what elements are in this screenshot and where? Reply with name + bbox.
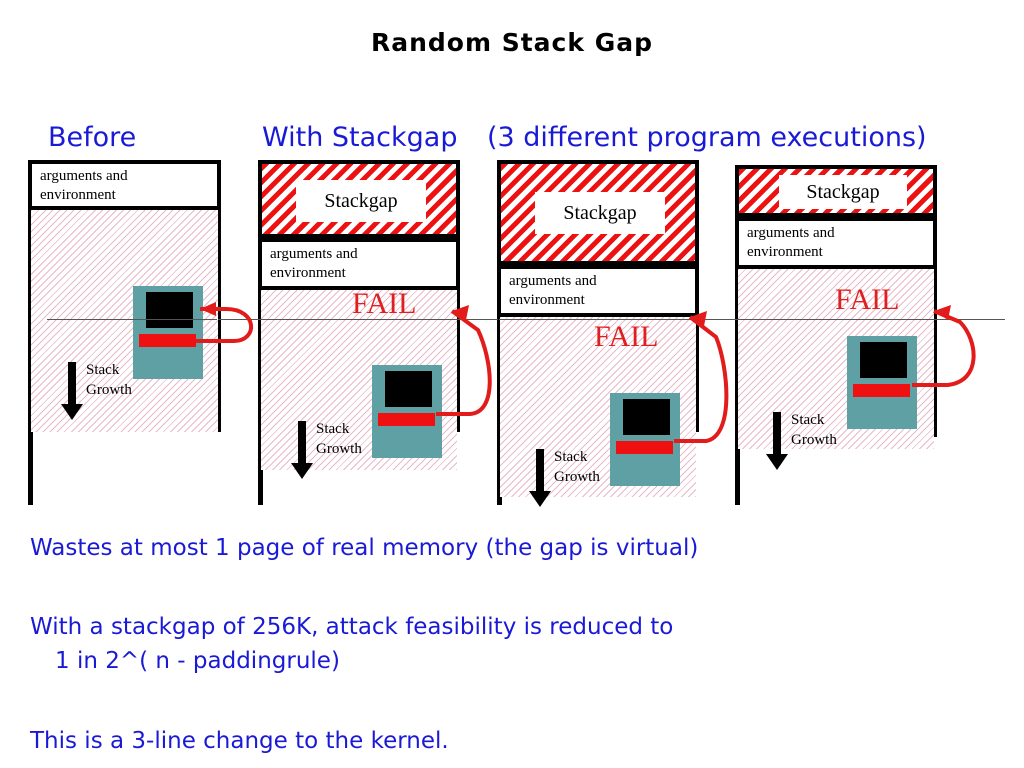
heading-executions: (3 different program executions): [487, 122, 927, 153]
return-address-bar-icon: [853, 384, 910, 397]
reference-line-segment: [218, 319, 498, 320]
heading-with-stackgap: With Stackgap: [262, 122, 458, 153]
fail-label: FAIL: [594, 320, 659, 353]
arguments-environment-box: arguments and environment: [497, 265, 699, 317]
frame-block-icon: [146, 292, 193, 328]
reference-line-segment: [47, 319, 217, 320]
return-address-bar-icon: [378, 413, 435, 426]
column-left-wall: [258, 160, 263, 505]
column-right-wall: [216, 160, 221, 432]
stack-frame-icon: [847, 336, 917, 429]
stackgap-label: Stackgap: [296, 180, 426, 222]
stack-frame-icon: [372, 365, 442, 458]
fail-label: FAIL: [835, 283, 900, 316]
column-right-wall: [932, 165, 937, 437]
return-address-bar-icon: [139, 334, 196, 347]
frame-block-icon: [860, 342, 907, 378]
bullet-line-3: This is a 3-line change to the kernel.: [30, 728, 449, 754]
stackgap-label: Stackgap: [535, 192, 665, 234]
frame-block-icon: [623, 399, 670, 435]
stack-frame-icon: [133, 286, 203, 379]
reference-line-segment: [499, 319, 737, 320]
reference-line-segment: [737, 319, 1005, 320]
fail-label: FAIL: [352, 287, 417, 320]
stackgap-region: Stackgap: [258, 160, 460, 238]
arguments-environment-box: arguments and environment: [28, 160, 221, 210]
column-right-wall: [455, 160, 460, 432]
stackgap-region: Stackgap: [497, 160, 699, 265]
bullet-line-1: Wastes at most 1 page of real memory (th…: [30, 535, 699, 561]
stackgap-label: Stackgap: [779, 175, 907, 209]
return-address-bar-icon: [616, 441, 673, 454]
frame-block-icon: [385, 371, 432, 407]
stackgap-region: Stackgap: [735, 165, 937, 217]
column-left-wall: [735, 165, 740, 505]
bullet-line-2: With a stackgap of 256K, attack feasibil…: [30, 614, 674, 640]
stack-frame-icon: [610, 393, 680, 486]
heading-before: Before: [48, 122, 137, 153]
arguments-environment-box: arguments and environment: [735, 217, 937, 269]
page-title: Random Stack Gap: [370, 28, 653, 57]
arguments-environment-box: arguments and environment: [258, 238, 460, 290]
column-left-wall: [28, 160, 33, 505]
bullet-line-2b: 1 in 2^( n - paddingrule): [55, 648, 340, 674]
column-left-wall: [497, 160, 502, 505]
